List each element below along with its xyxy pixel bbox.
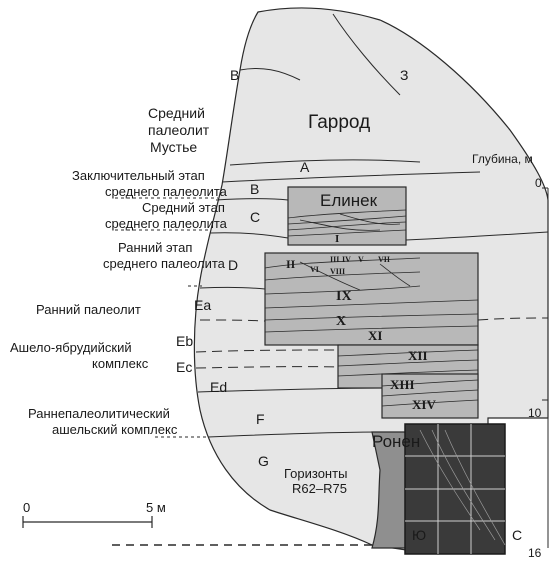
- unit-vii-label: VII: [378, 255, 390, 264]
- middle-paleolithic-line3: Мустье: [150, 139, 197, 155]
- unit-xiv-label: XIV: [412, 397, 436, 412]
- layer-line-c2: [405, 231, 549, 241]
- unit-i-label: I: [335, 233, 339, 245]
- jelinek-lower-strata: [381, 379, 479, 407]
- dir-north-label: С: [512, 527, 522, 543]
- middle-stage-line2: среднего палеолита: [105, 216, 228, 231]
- lower-paleolithic-label: Ранний палеолит: [36, 302, 141, 317]
- layer-eb-label: Eb: [176, 333, 193, 349]
- dir-east-label: З: [400, 67, 408, 83]
- unit-ii-label: II: [286, 257, 296, 271]
- horizons-line1: Горизонты: [284, 466, 347, 481]
- layer-line-ea-dash2: [477, 317, 549, 321]
- layer-line-eb-dash: [195, 349, 341, 353]
- early-acheulian-line1: Раннепалеолитический: [28, 406, 170, 421]
- late-stage-line1: Заключительный этап: [72, 168, 205, 183]
- layer-line-d: [199, 286, 266, 290]
- middle-paleolithic-line1: Средний: [148, 105, 205, 121]
- layer-g-label: G: [258, 453, 269, 469]
- jelinek-lower-block: [381, 373, 479, 419]
- ronen-grid-lines: [405, 424, 505, 554]
- layer-line-a2: [221, 171, 481, 183]
- depth-tick-16-label: 16: [528, 546, 542, 560]
- unit-xi-label: XI: [368, 328, 382, 343]
- layer-a-label: A: [300, 159, 310, 175]
- unit-iv-label: IV: [342, 255, 351, 264]
- unit-v-label: V: [358, 255, 364, 264]
- curve-v2: [239, 67, 301, 81]
- early-stage-line1: Ранний этап: [118, 240, 192, 255]
- acheulo-yabrudian-line1: Ашело-ябрудийский: [10, 340, 132, 355]
- unit-iii-label: III: [330, 255, 339, 264]
- depth-tick-10-label: 10: [528, 406, 542, 420]
- jelinek-mid-strata: [337, 349, 479, 377]
- layer-line-f: [207, 431, 381, 438]
- jelinek-main-strata: [264, 257, 479, 333]
- layer-f-label: F: [256, 411, 265, 427]
- layer-ec-label: Ec: [176, 359, 192, 375]
- jelinek-top-strata: [287, 209, 407, 237]
- layer-ed-label: Ed: [210, 379, 227, 395]
- middle-stage-line1: Средний этап: [142, 200, 225, 215]
- layer-d-label: D: [228, 257, 238, 273]
- unit-ix-label: IX: [336, 289, 352, 304]
- horizons-line2: R62–R75: [292, 481, 347, 496]
- unit-x-label: X: [336, 314, 346, 329]
- ronen-label: Ронен: [372, 432, 420, 451]
- unit-xiii-label: XIII: [390, 377, 415, 392]
- early-acheulian-line2: ашельский комплекс: [52, 422, 178, 437]
- dir-west-label: В: [230, 67, 239, 83]
- layer-c-label: C: [250, 209, 260, 225]
- scale-bar: [22, 516, 153, 528]
- unit-xii-label: XII: [408, 348, 428, 363]
- jelinek-label: Елинек: [320, 191, 378, 210]
- layer-line-ec-dash: [195, 366, 341, 369]
- curve-v1: [332, 13, 401, 96]
- unit-viii-label: VIII: [330, 267, 345, 276]
- middle-paleolithic-line2: палеолит: [148, 122, 210, 138]
- unit-vi-label: VI: [310, 265, 319, 274]
- layer-ea-label: Ea: [194, 297, 211, 313]
- late-stage-line2: среднего палеолита: [105, 184, 228, 199]
- layer-line-ea-dash: [199, 319, 266, 322]
- early-stage-line2: среднего палеолита: [103, 256, 226, 271]
- ronen-strata: [419, 429, 506, 546]
- acheulo-yabrudian-line2: комплекс: [92, 356, 149, 371]
- layer-line-a: [229, 159, 421, 166]
- depth-tick-0: 0: [535, 176, 542, 190]
- scale-end-label: 5 м: [146, 500, 166, 515]
- depth-title: Глубина, м: [472, 152, 533, 166]
- scale-start-label: 0: [23, 500, 30, 515]
- dir-south-label: Ю: [412, 527, 426, 543]
- layer-b-label: B: [250, 181, 259, 197]
- garrod-label: Гаррод: [308, 112, 370, 133]
- layer-line-b: [215, 198, 289, 201]
- layer-line-c: [209, 232, 289, 239]
